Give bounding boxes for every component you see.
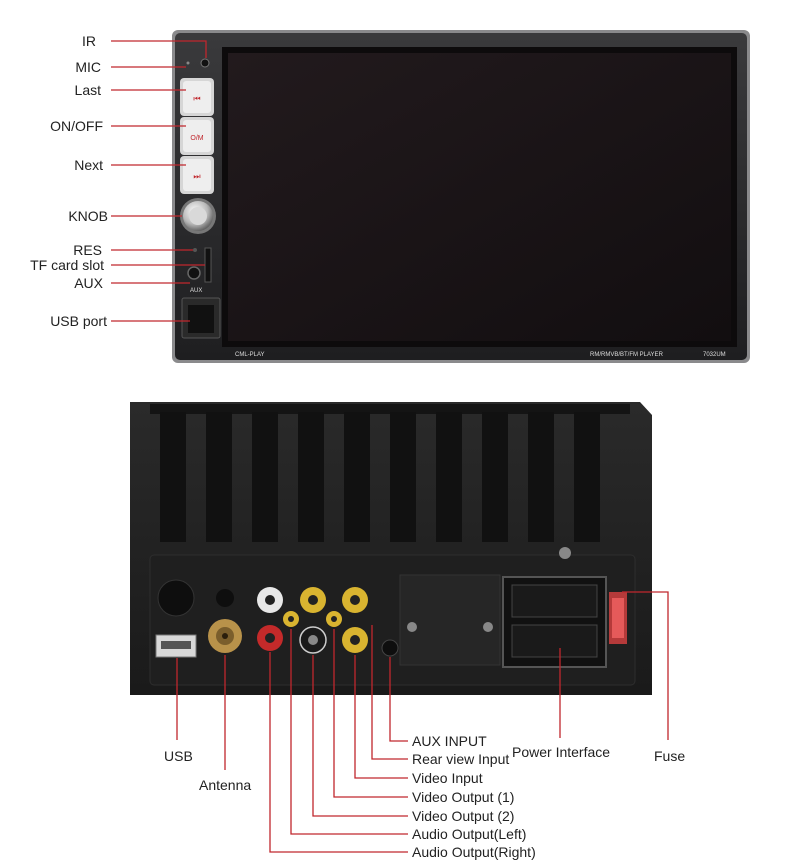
label-aux-input: AUX INPUT <box>412 733 487 749</box>
rear-usb-slot <box>161 641 191 649</box>
ir-sensor-icon <box>200 58 210 68</box>
model-label: 7032UM <box>703 352 726 358</box>
rear-panel <box>130 402 652 695</box>
rca-bottom-row <box>257 611 399 657</box>
label-usb-port: USB port <box>50 313 107 329</box>
label-fuse: Fuse <box>654 748 685 764</box>
volume-knob[interactable] <box>180 198 216 234</box>
rear-leaders <box>176 591 669 853</box>
label-video-output-1: Video Output (1) <box>412 789 514 805</box>
label-next: Next <box>74 157 103 173</box>
label-rear-view-input: Rear view Input <box>412 751 509 767</box>
label-onoff: ON/OFF <box>50 118 103 134</box>
screw-icon <box>407 622 417 632</box>
front-leaders <box>111 40 207 322</box>
label-knob: KNOB <box>68 208 108 224</box>
top-rim <box>150 404 630 414</box>
tf-card-slot[interactable] <box>204 247 212 283</box>
fuse-element <box>612 598 624 638</box>
brand-label: CML-PLAY <box>235 352 265 358</box>
next-button[interactable]: ⏭ <box>180 156 214 194</box>
label-audio-output-right: Audio Output(Right) <box>412 844 536 860</box>
usb-port-cover <box>188 305 214 333</box>
rca-top-row <box>257 587 368 613</box>
last-button[interactable]: ⏮ <box>180 78 214 116</box>
aux-mark: AUX <box>190 288 202 294</box>
player-label: RM/RMVB/BT/FM PLAYER <box>590 352 664 358</box>
label-aux: AUX <box>74 275 103 291</box>
label-video-output-2: Video Output (2) <box>412 808 514 824</box>
mount-hole <box>216 589 234 607</box>
screw-icon <box>559 547 571 559</box>
next-icon: ⏭ <box>193 172 200 181</box>
label-audio-output-left: Audio Output(Left) <box>412 826 526 842</box>
power-interface-connector[interactable] <box>502 576 607 668</box>
label-res: RES <box>73 242 102 258</box>
previous-icon: ⏮ <box>193 94 200 103</box>
front-panel: ⏮ O/M ⏭ AUX CML-PLAY RM/RMVB/BT/FM PLAYE… <box>172 30 750 363</box>
label-power-interface: Power Interface <box>512 744 610 760</box>
heatsink-fins <box>160 412 600 542</box>
label-ir: IR <box>82 33 96 49</box>
aux-input-jack[interactable] <box>381 639 399 657</box>
label-tf-card: TF card slot <box>30 257 104 273</box>
power-icon: O/M <box>190 135 203 142</box>
screen <box>228 53 731 341</box>
center-module <box>399 574 501 666</box>
label-rear-usb: USB <box>164 748 193 764</box>
reset-hole-icon[interactable] <box>193 248 197 252</box>
label-mic: MIC <box>75 59 101 75</box>
cable-grommet <box>157 579 195 617</box>
screw-icon <box>483 622 493 632</box>
label-last: Last <box>75 82 102 98</box>
aux-jack[interactable] <box>187 266 201 280</box>
label-video-input: Video Input <box>412 770 483 786</box>
power-button[interactable]: O/M <box>180 117 214 155</box>
mic-hole-icon <box>186 61 190 65</box>
label-antenna: Antenna <box>199 777 251 793</box>
